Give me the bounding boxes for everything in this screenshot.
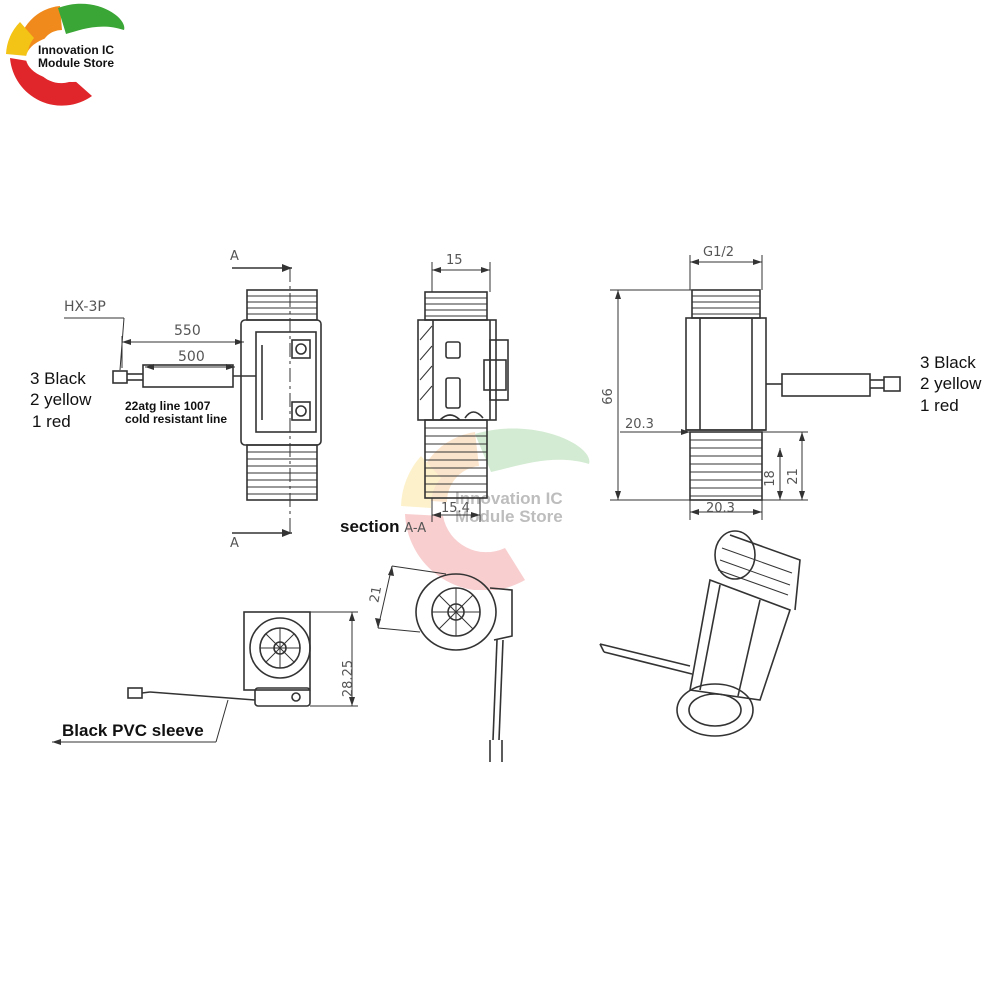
dim-21-iso: 21 bbox=[367, 585, 386, 604]
dim-21-side: 21 bbox=[785, 468, 801, 485]
thread-spec: G1/2 bbox=[703, 245, 734, 260]
logo-text: Innovation IC Module Store bbox=[38, 43, 115, 70]
dim-18: 18 bbox=[762, 470, 778, 487]
dim-28-25: 28.25 bbox=[341, 659, 357, 698]
section-mark-top: A bbox=[230, 249, 239, 264]
dim-500: 500 bbox=[178, 349, 205, 365]
wire-colors-right: 3 Black 2 yellow 1 red bbox=[920, 353, 982, 415]
side-view bbox=[610, 255, 901, 520]
wire-colors-left: 3 Black 2 yellow 1 red bbox=[30, 369, 92, 431]
wire-note: 22atg line 1007 cold resistant line bbox=[125, 399, 228, 427]
dim-550: 550 bbox=[174, 323, 201, 339]
section-dim-top: 15 bbox=[446, 253, 463, 268]
section-dim-bottom: 15.4 bbox=[441, 501, 470, 516]
dim-thread-width: 20.3 bbox=[706, 501, 735, 516]
watermark-text: Innovation IC Module Store bbox=[455, 489, 563, 526]
dim-hex-width: 20.3 bbox=[625, 417, 654, 432]
section-view bbox=[417, 262, 509, 522]
connector-label: HX-3P bbox=[64, 299, 106, 315]
section-label: section A-A bbox=[340, 517, 427, 536]
iso-view bbox=[375, 565, 513, 762]
iso-3d-view bbox=[599, 530, 801, 737]
front-view bbox=[64, 264, 322, 537]
section-mark-bottom: A bbox=[230, 536, 239, 551]
end-view bbox=[52, 611, 358, 745]
dim-66: 66 bbox=[600, 388, 616, 405]
sleeve-label: Black PVC sleeve bbox=[62, 721, 204, 740]
store-logo bbox=[6, 3, 125, 106]
